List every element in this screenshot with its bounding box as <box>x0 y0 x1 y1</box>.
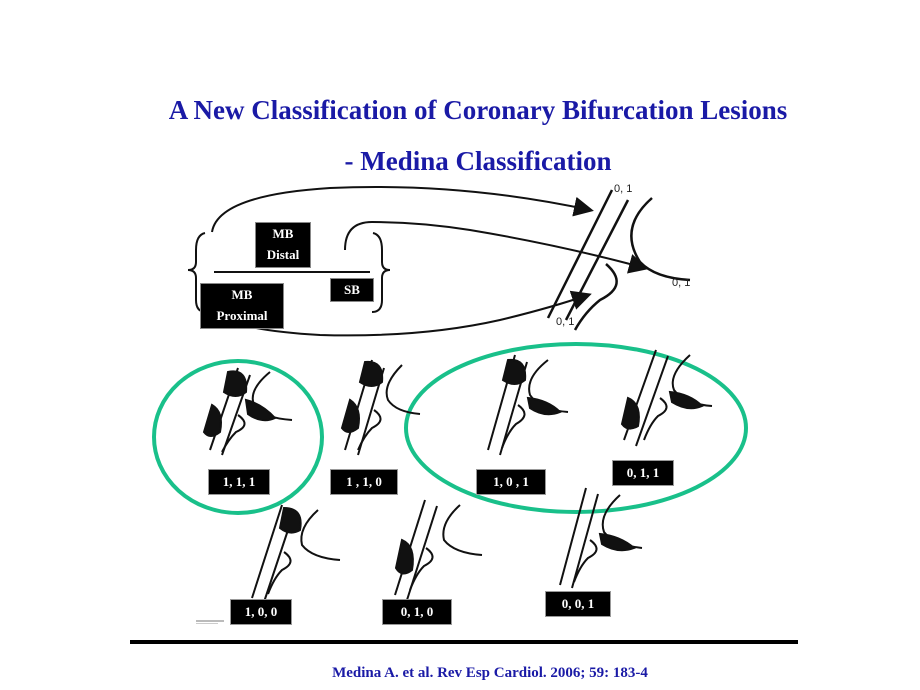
mb-proximal-line-1: MB <box>231 287 253 302</box>
code-0-0-1: 0, 0, 1 <box>545 591 611 617</box>
code-0-1-0: 0, 1, 0 <box>382 599 452 625</box>
code-1-0-0: 1, 0, 0 <box>230 599 292 625</box>
lesion-1-1-0 <box>340 359 421 456</box>
vessel-value-proximal: 0, 1 <box>556 316 575 328</box>
mb-distal-line-1: MB <box>272 226 294 241</box>
title-line-1: A New Classification of Coronary Bifurca… <box>168 95 788 125</box>
code-1-0-1: 1, 0 , 1 <box>476 469 546 495</box>
code-0-1-1: 0, 1, 1 <box>612 460 674 486</box>
code-1-1-0: 1 , 1, 0 <box>330 469 398 495</box>
lesion-1-0-1 <box>487 354 569 456</box>
highlight-ellipse-right <box>404 342 748 514</box>
lesion-1-1-1 <box>202 367 293 456</box>
mb-proximal-label: MB Proximal <box>200 283 284 329</box>
vessel-value-side: 0, 1 <box>672 277 691 289</box>
citation: Medina A. et al. Rev Esp Cardiol. 2006; … <box>332 665 648 681</box>
main-bifurcation-schematic <box>546 189 691 331</box>
sb-label: SB <box>330 278 374 302</box>
mb-distal-line-2: Distal <box>266 247 300 262</box>
code-1-1-1: 1, 1, 1 <box>208 469 270 495</box>
mb-distal-label: MB Distal <box>255 222 311 268</box>
footer-rule <box>130 640 798 644</box>
title-line-2: - Medina Classification <box>344 146 612 176</box>
lesion-0-1-1 <box>620 349 713 447</box>
highlight-ellipse-left <box>152 359 324 515</box>
small-scan-mark <box>196 620 224 624</box>
lesion-1-0-0 <box>251 504 341 603</box>
lesion-sketches <box>202 349 713 603</box>
vessel-value-distal: 0, 1 <box>614 183 633 195</box>
lesion-0-0-1 <box>559 487 643 589</box>
mb-proximal-line-2: Proximal <box>216 308 268 323</box>
lesion-0-1-0 <box>394 499 483 601</box>
